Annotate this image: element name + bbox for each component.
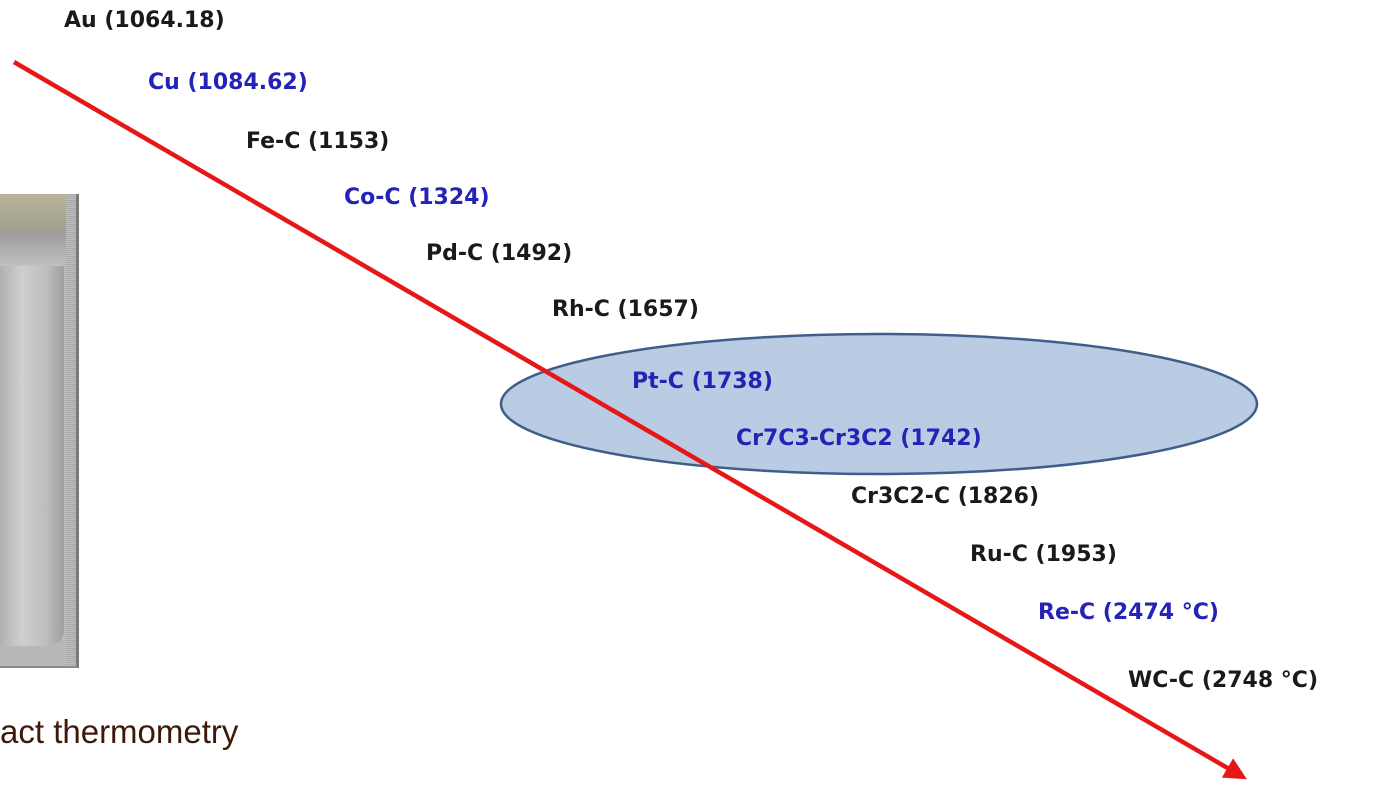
fixed-point-label-au: Au (1064.18) — [64, 8, 225, 33]
slide-caption: act thermometry — [0, 713, 239, 750]
fixed-point-label-pd-c: Pd-C (1492) — [426, 241, 573, 266]
fixed-point-label-wc-c: WC-C (2748 °C) — [1128, 668, 1318, 693]
crucible-rim — [0, 234, 70, 272]
fixed-point-label-fe-c: Fe-C (1153) — [246, 129, 390, 154]
fixed-point-label-cu: Cu (1084.62) — [148, 70, 308, 95]
crucible-cap — [0, 194, 76, 240]
fixed-point-label-re-c: Re-C (2474 °C) — [1038, 600, 1219, 625]
fixed-point-label-cr3c2-c: Cr3C2-C (1826) — [851, 484, 1040, 509]
fixed-point-label-co-c: Co-C (1324) — [344, 185, 490, 210]
photo-edge-texture — [66, 194, 76, 666]
highlight-ellipse — [499, 332, 1259, 476]
crucible-photo — [0, 194, 79, 668]
fixed-point-label-ru-c: Ru-C (1953) — [970, 542, 1117, 567]
crucible-body — [0, 266, 64, 646]
temperature-arrow — [12, 60, 1247, 780]
fixed-point-label-cr7c3-cr3c2: Cr7C3-Cr3C2 (1742) — [736, 426, 982, 451]
fixed-point-label-pt-c: Pt-C (1738) — [632, 369, 773, 394]
fixed-point-label-rh-c: Rh-C (1657) — [552, 297, 699, 322]
